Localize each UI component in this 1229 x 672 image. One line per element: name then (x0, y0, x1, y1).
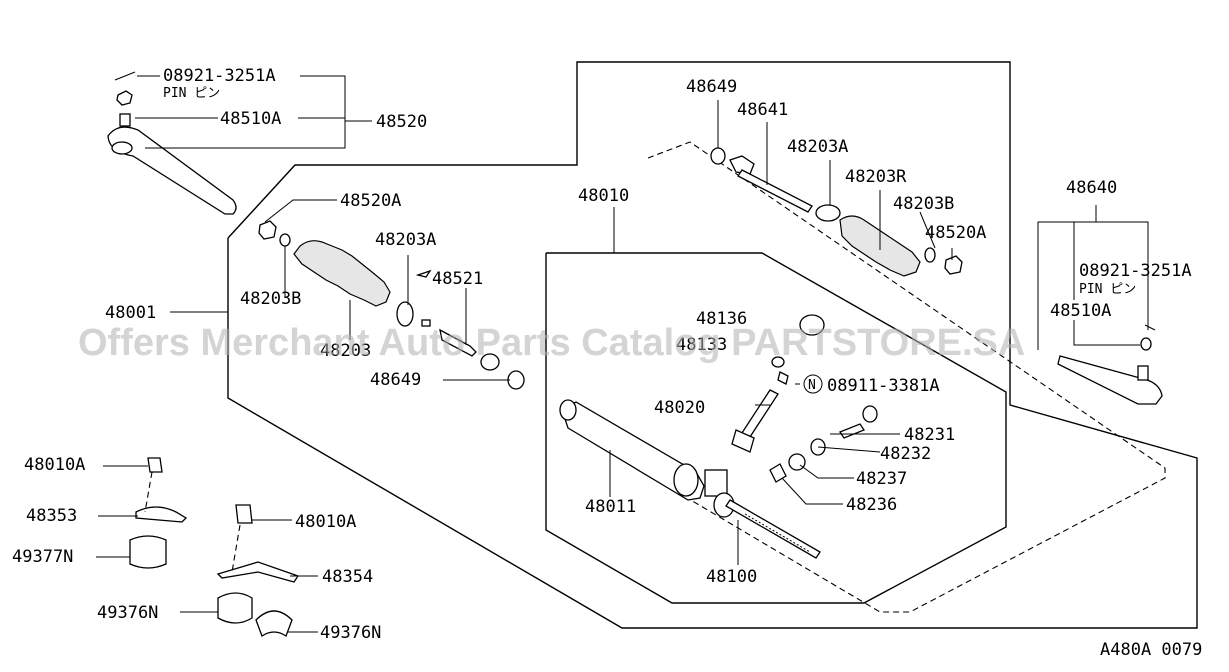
label-48010A-1: 48010A (24, 455, 85, 475)
label-48203A-right: 48203A (787, 137, 848, 157)
label-48010: 48010 (578, 186, 629, 206)
label-48353: 48353 (26, 506, 77, 526)
label-48237: 48237 (856, 469, 907, 489)
label-48649-top: 48649 (686, 77, 737, 97)
label-48510A-right: 48510A (1050, 301, 1111, 321)
rack-48100 (725, 499, 821, 559)
label-48011: 48011 (585, 497, 636, 517)
gear-housing-48011 (559, 399, 735, 518)
label-49376N-1: 49376N (97, 603, 158, 623)
label-48649-left: 48649 (370, 370, 421, 390)
watermark-text: Offers Merchant Auto Parts Catalog PARTS… (78, 322, 1025, 364)
label-48001: 48001 (105, 303, 156, 323)
label-48520A-right: 48520A (925, 223, 986, 243)
label-08921-3251A-left: 08921-3251A (163, 66, 276, 86)
label-48231: 48231 (904, 425, 955, 445)
left-boot-parts (258, 220, 525, 390)
pinion-48020-parts (731, 314, 878, 483)
label-48510A-left: 48510A (220, 109, 281, 129)
label-48640: 48640 (1066, 178, 1117, 198)
label-48133: 48133 (676, 335, 727, 355)
label-49377N: 49377N (12, 547, 73, 567)
label-48236: 48236 (846, 495, 897, 515)
label-48232: 48232 (880, 444, 931, 464)
label-pin-right: PIN ピン (1079, 282, 1136, 297)
label-48521: 48521 (432, 269, 483, 289)
label-48100: 48100 (706, 567, 757, 587)
label-08911-3381A: 08911-3381A (827, 376, 940, 396)
assembly-48001-outline (227, 61, 1198, 629)
n-badge-circle (803, 374, 823, 394)
tie-rod-end-left (107, 71, 237, 215)
label-48203B-left: 48203B (240, 289, 301, 309)
drawing-code: A480A 0079 (1100, 640, 1202, 660)
label-48203R: 48203R (845, 167, 907, 187)
label-48136: 48136 (696, 309, 747, 329)
label-48641: 48641 (737, 100, 788, 120)
label-48203A-left: 48203A (375, 230, 436, 250)
label-48354: 48354 (322, 567, 373, 587)
label-49376N-2: 49376N (320, 623, 381, 643)
label-48520: 48520 (376, 112, 427, 132)
label-48010A-2: 48010A (295, 512, 356, 532)
label-n-badge: N (808, 378, 816, 393)
label-48520A-left: 48520A (340, 191, 401, 211)
gear-assembly-48010-outline (545, 252, 1007, 604)
label-pin-left: PIN ピン (163, 86, 220, 101)
rack-dashed-outline (639, 141, 1166, 613)
label-48203B-right: 48203B (893, 194, 954, 214)
label-48020: 48020 (654, 398, 705, 418)
clamp-parts-left (129, 457, 300, 637)
label-48203-left: 48203 (320, 341, 371, 361)
label-08921-3251A-right: 08921-3251A (1079, 261, 1192, 281)
tie-rod-end-right (1057, 324, 1163, 405)
